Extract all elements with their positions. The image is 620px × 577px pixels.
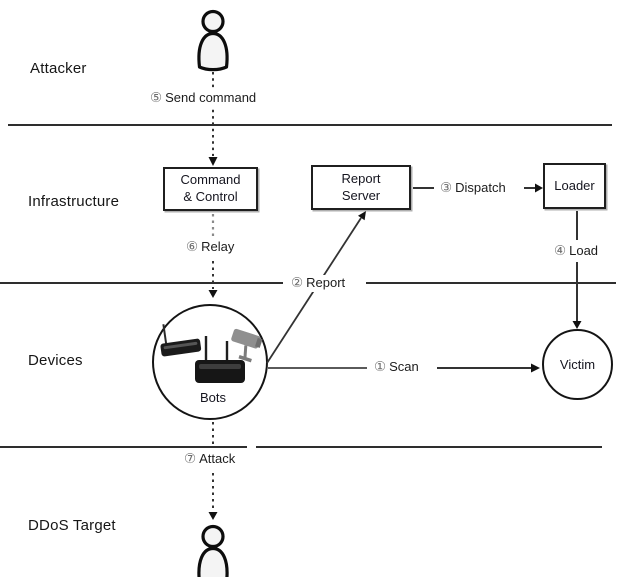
command-control-line2: & Control	[183, 189, 238, 204]
loader-box: Loader	[543, 163, 606, 209]
modem-router-icon	[195, 336, 245, 383]
circled-number-7: ⑦	[184, 451, 197, 466]
loader-label: Loader	[554, 177, 595, 193]
circled-number-3: ③	[440, 180, 453, 195]
section-label-ddos-target: DDoS Target	[28, 517, 116, 534]
send-command-arrow	[208, 72, 218, 166]
wireless-router-icon	[160, 324, 202, 357]
report-server-box: Report Server	[311, 165, 411, 210]
section-label-infrastructure: Infrastructure	[28, 193, 120, 210]
victim-circle	[542, 329, 613, 400]
victim-label: Victim	[559, 357, 596, 372]
flow-text-relay: Relay	[201, 239, 235, 254]
circled-number-5: ⑤	[150, 90, 163, 105]
circled-number-4: ④	[554, 243, 567, 258]
section-label-attacker: Attacker	[30, 60, 87, 77]
circled-number-1: ①	[374, 359, 387, 374]
circled-number-6: ⑥	[186, 239, 199, 254]
attack-arrow	[208, 422, 218, 520]
relay-arrow	[208, 214, 218, 298]
scan-arrow	[268, 363, 540, 373]
flow-text-scan: Scan	[389, 359, 419, 374]
circled-number-2: ②	[291, 275, 304, 290]
flow-text-attack: Attack	[199, 451, 236, 466]
attacker-person-icon	[197, 9, 229, 72]
dispatch-arrow	[413, 183, 543, 193]
command-control-line1: Command	[180, 172, 241, 188]
flow-text-dispatch: Dispatch	[455, 180, 506, 195]
flow-text-send-command: Send command	[165, 90, 257, 105]
load-arrow	[572, 211, 582, 329]
flow-text-load: Load	[569, 243, 599, 258]
section-label-devices: Devices	[28, 352, 83, 369]
flow-text-report: Report	[306, 275, 346, 290]
layer-divider-lines	[0, 124, 616, 448]
bots-label: Bots	[199, 390, 226, 405]
target-person-icon	[197, 524, 229, 577]
report-server-line2: Server	[341, 187, 381, 203]
cctv-camera-icon	[231, 328, 263, 363]
report-server-line1: Report	[341, 170, 381, 186]
command-control-box: Command & Control	[163, 167, 258, 211]
